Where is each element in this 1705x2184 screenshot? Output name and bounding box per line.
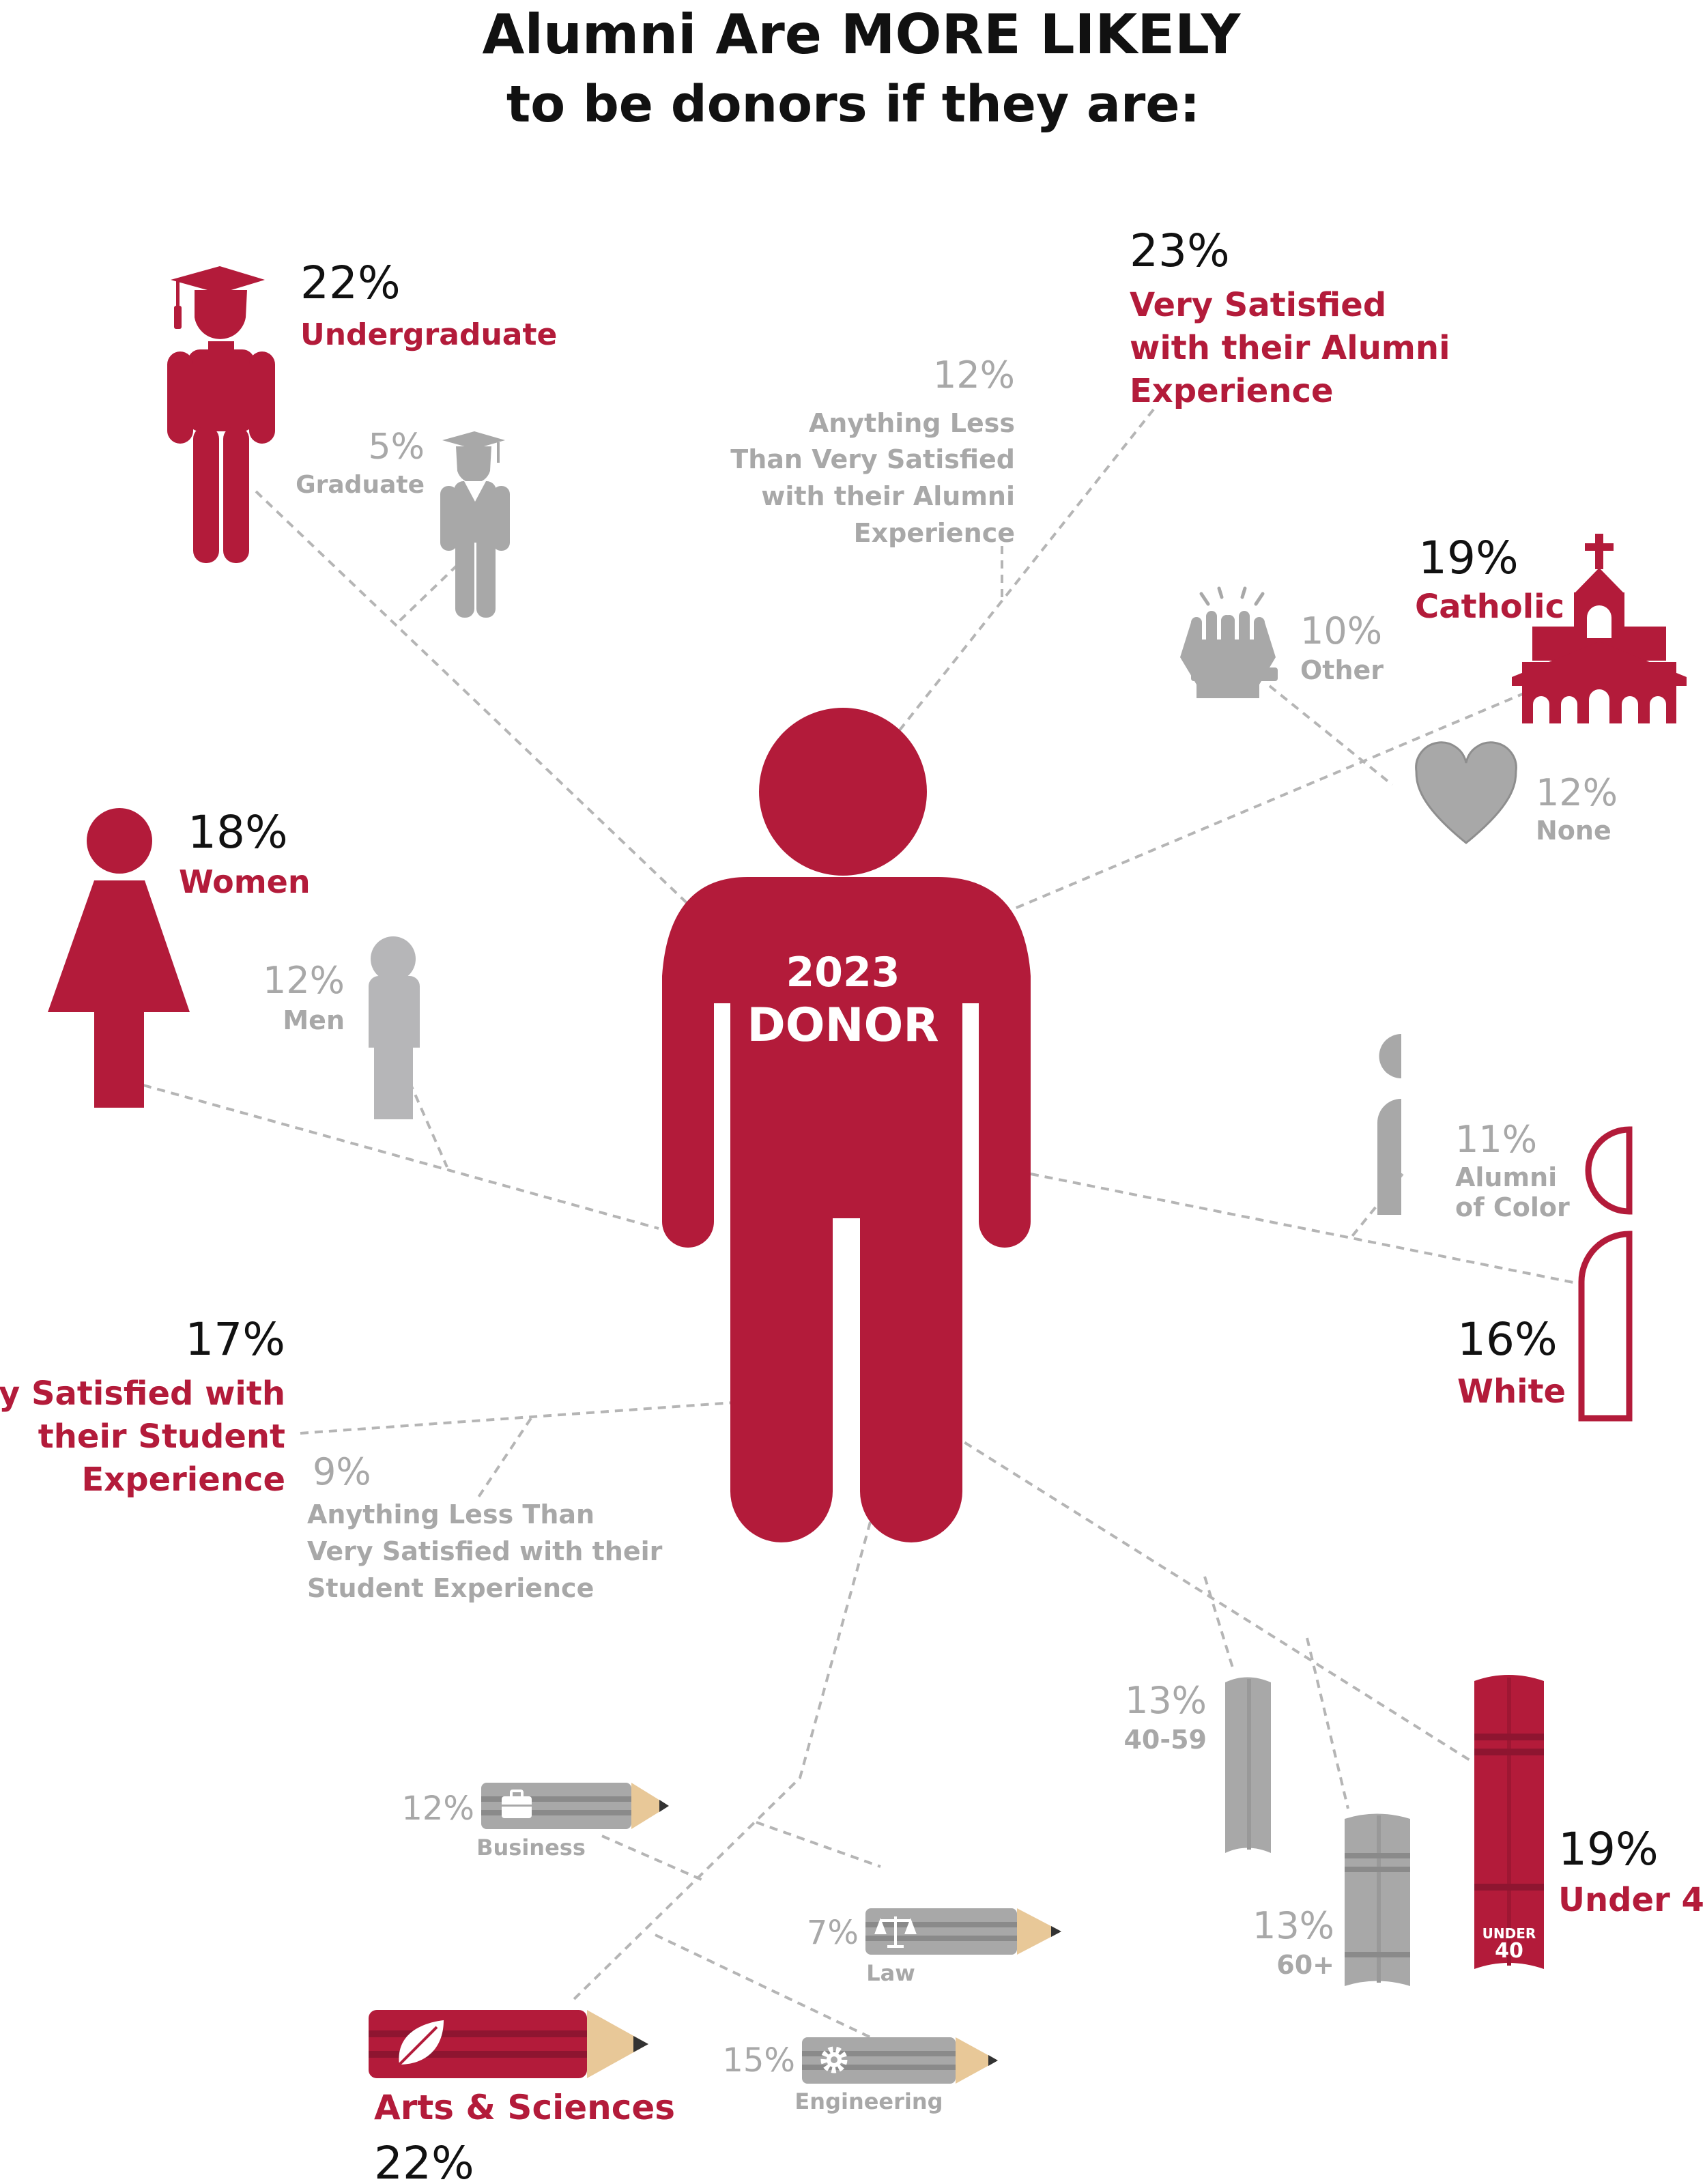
connector-white — [1030, 1173, 1577, 1284]
age-40-59-label: 40-59 — [1123, 1725, 1207, 1755]
alumni-of-color-line-2: of Color — [1455, 1192, 1570, 1222]
white-label: White — [1457, 1373, 1566, 1411]
student-less-pct: 9% — [313, 1450, 371, 1493]
men-pct: 12% — [263, 959, 345, 1002]
none-pct: 12% — [1536, 771, 1618, 814]
book-under-40-line-2: 40 — [1495, 1939, 1523, 1963]
connector-men — [408, 1081, 448, 1168]
connector-school-law — [601, 1835, 704, 1882]
book-under-40-line-1: UNDER — [1482, 1925, 1536, 1942]
alumni-very-satisfied-line-1: Very Satisfied — [1130, 286, 1386, 324]
business-label: Business — [476, 1835, 586, 1860]
student-less-line-3: Student Experience — [307, 1573, 594, 1603]
book-age-40-59 — [1225, 1677, 1271, 1853]
title-line-2: to be donors if they are: — [506, 75, 1200, 134]
donor-head — [759, 708, 927, 876]
undergraduate-pct: 22% — [300, 257, 401, 309]
women-pct: 18% — [188, 806, 288, 859]
man-icon — [369, 936, 420, 1119]
alumni-less-line-3: with their Alumni — [761, 481, 1015, 511]
gear-icon — [820, 2046, 848, 2073]
student-less-line-2: Very Satisfied with their — [307, 1536, 663, 1566]
engineering-label: Engineering — [794, 2088, 943, 2114]
undergraduate-icon — [167, 266, 275, 563]
age-under-40-pct: 19% — [1558, 1823, 1659, 1876]
arts-sciences-label: Arts & Sciences — [374, 2088, 675, 2127]
raised-hands-icon — [1180, 611, 1278, 698]
church-icon — [1512, 534, 1687, 723]
leaf-icon — [398, 2020, 444, 2066]
connector-age-senior — [1306, 1637, 1349, 1809]
alumni-very-satisfied-line-2: with their Alumni — [1130, 329, 1450, 367]
alumni-less-line-2: Than Very Satisfied — [730, 444, 1015, 474]
alumni-less-pct: 12% — [933, 354, 1015, 397]
graduate-label: Graduate — [296, 471, 425, 499]
briefcase-icon — [502, 1790, 532, 1818]
heart-icon — [1415, 741, 1517, 844]
graduate-icon — [440, 431, 510, 618]
connector-women — [143, 1084, 659, 1230]
catholic-label: Catholic — [1415, 588, 1564, 626]
none-label: None — [1536, 816, 1611, 846]
student-very-satisfied-line-1: Very Satisfied with — [0, 1375, 285, 1413]
business-pct: 12% — [401, 1790, 474, 1828]
engineering-pencil — [802, 2037, 998, 2084]
book-age-under-40: UNDER 40 — [1474, 1675, 1544, 1969]
law-pencil — [865, 1908, 1061, 1955]
graduate-pct: 5% — [369, 427, 425, 468]
women-label: Women — [179, 863, 311, 900]
arts-sciences-pencil — [369, 2010, 648, 2078]
alumni-less-line-4: Experience — [854, 518, 1015, 548]
connector-student-less — [476, 1417, 532, 1499]
donor-label-year: 2023 — [786, 949, 900, 996]
scales-of-justice-icon — [874, 1916, 917, 1948]
alumni-very-satisfied-pct: 23% — [1130, 225, 1230, 277]
connector-alumni-very-satisfied — [893, 408, 1155, 738]
connector-lines — [143, 408, 1577, 2039]
age-under-40-label: Under 40 — [1558, 1881, 1705, 1919]
arts-sciences-pct: 22% — [374, 2137, 474, 2184]
connector-school-business — [756, 1821, 881, 1868]
connector-school-engineering — [655, 1934, 871, 2039]
book-age-60-plus — [1345, 1813, 1410, 1986]
title-line-1: Alumni Are MORE LIKELY — [483, 3, 1242, 66]
age-60-plus-pct: 13% — [1252, 1904, 1334, 1947]
alumni-less-line-1: Anything Less — [809, 408, 1015, 438]
connector-graduate — [398, 564, 459, 622]
men-label: Men — [283, 1005, 345, 1035]
donor-body — [662, 877, 1031, 1542]
catholic-pct: 19% — [1418, 532, 1519, 584]
alumni-of-color-pct: 11% — [1455, 1118, 1537, 1161]
business-pencil — [481, 1783, 669, 1829]
woman-icon — [48, 808, 190, 1108]
alumni-very-satisfied-line-3: Experience — [1130, 372, 1334, 410]
donor-figure — [662, 708, 1031, 1542]
sparkle-marks — [1199, 586, 1265, 606]
white-pct: 16% — [1457, 1313, 1558, 1366]
connector-undergrad — [255, 490, 715, 930]
connector-age-young — [927, 1418, 1472, 1762]
alumni-of-color-icon — [1377, 1034, 1401, 1215]
student-less-line-1: Anything Less Than — [307, 1499, 594, 1529]
white-icon — [1578, 1126, 1633, 1422]
connector-school-trunk — [569, 1521, 872, 2005]
student-very-satisfied-pct: 17% — [185, 1313, 285, 1366]
other-label: Other — [1300, 655, 1384, 685]
connector-age-mid — [1203, 1576, 1235, 1673]
connector-student-very — [300, 1401, 734, 1435]
undergraduate-label: Undergraduate — [300, 317, 557, 352]
age-60-plus-label: 60+ — [1276, 1950, 1334, 1980]
other-pct: 10% — [1300, 609, 1382, 652]
law-pct: 7% — [807, 1914, 859, 1952]
law-label: Law — [866, 1960, 915, 1986]
age-40-59-pct: 13% — [1125, 1679, 1207, 1722]
alumni-of-color-line-1: Alumni — [1455, 1162, 1557, 1192]
connector-other-none — [1268, 685, 1394, 786]
student-very-satisfied-line-2: their Student — [38, 1418, 285, 1456]
engineering-pct: 15% — [722, 2041, 795, 2080]
donor-label-word: DONOR — [747, 998, 939, 1052]
student-very-satisfied-line-3: Experience — [81, 1461, 285, 1499]
